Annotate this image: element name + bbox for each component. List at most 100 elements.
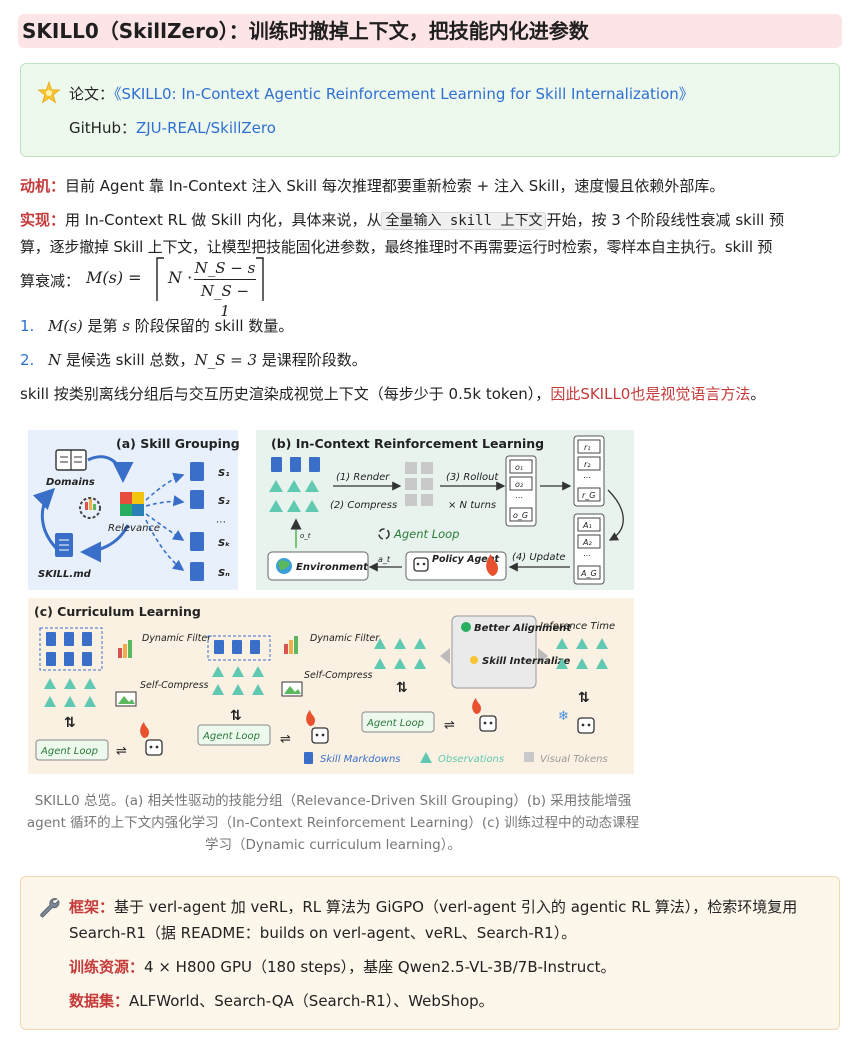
domains-label: Domains xyxy=(46,477,95,488)
github-label: GitHub： xyxy=(69,119,136,137)
summary-highlight: 因此SKILL0也是视觉语言方法 xyxy=(550,385,751,403)
o-t-label: o_t xyxy=(300,532,311,540)
inline-code: 全量输入 skill 上下文 xyxy=(381,212,547,230)
s-label: Sₙ xyxy=(218,568,230,579)
bar-chart-icon xyxy=(118,640,132,658)
framework-line: 框架：基于 verl-agent 加 veRL，RL 算法为 GiGPO（ver… xyxy=(69,894,829,920)
svg-text:⇌: ⇌ xyxy=(280,732,291,747)
alignment-box xyxy=(451,615,537,689)
swap-arrows-icon: ⇅ xyxy=(64,715,76,731)
list-number: 1. xyxy=(20,317,35,335)
skill-md-label: SKILL.md xyxy=(38,569,92,580)
agent-loop-label: Agent Loop xyxy=(366,718,424,729)
r-label: r₂ xyxy=(584,460,591,469)
n-turns-label: × N turns xyxy=(448,500,496,511)
summary-paragraph: skill 按类别离线分组后与交互历史渲染成视觉上下文（每步少于 0.5k to… xyxy=(20,381,840,407)
dataset-label: 数据集： xyxy=(69,992,130,1010)
agent-loop-box xyxy=(35,739,109,761)
self-compress-label: Self-Compress xyxy=(304,670,373,681)
puzzle-icon xyxy=(120,492,144,516)
s-label: S₁ xyxy=(218,468,230,479)
policy-agent-box xyxy=(405,551,507,581)
framework-callout: 框架：基于 verl-agent 加 veRL，RL 算法为 GiGPO（ver… xyxy=(20,876,840,1030)
skill-internalize-label: Skill Internalize xyxy=(482,656,570,667)
robot-icon xyxy=(311,727,329,744)
github-link[interactable]: ZJU-REAL/SkillZero xyxy=(135,119,276,137)
dataset-line: 数据集：ALFWorld、Search-QA（Search-R1）、WebSho… xyxy=(69,988,829,1014)
environment-label: Environment xyxy=(296,562,369,573)
environment-box xyxy=(267,551,369,581)
s-label: ⋯ xyxy=(216,517,226,528)
robot-icon xyxy=(413,557,429,572)
o-label: ⋯ xyxy=(515,493,523,502)
r-label: ⋯ xyxy=(583,473,591,482)
motivation-label: 动机： xyxy=(20,177,66,195)
legend-label: Visual Tokens xyxy=(540,754,608,765)
compress-label: (2) Compress xyxy=(330,500,397,511)
skill-group-docs xyxy=(190,462,204,581)
framework-label: 框架： xyxy=(69,898,115,916)
list-item: 2.N 是候选 skill 总数，N_S = 3 是课程阶段数。 xyxy=(20,347,840,373)
summary-text: skill 按类别离线分组后与交互历史渲染成视觉上下文（每步少于 0.5k to… xyxy=(20,385,551,403)
o-label: o₂ xyxy=(515,480,524,489)
arrow-rewards-advantages xyxy=(607,489,624,541)
formula-n: N · xyxy=(168,268,193,287)
decay-formula: M(s) = N · N_S − s N_S − 1 xyxy=(86,256,286,320)
implementation-text-a: 用 In-Context RL 做 Skill 内化，具体来说，从 xyxy=(65,211,382,229)
robot-icon xyxy=(145,739,163,756)
dataset-text: ALFWorld、Search-QA（Search-R1）、WebShop。 xyxy=(129,992,494,1010)
o-label: o_G xyxy=(513,511,528,520)
decay-label: 算衰减： xyxy=(20,272,81,290)
paper-link[interactable]: 《SKILL0: In-Context Agentic Reinforcemen… xyxy=(114,85,694,103)
motivation-text: 目前 Agent 靠 In-Context 注入 Skill 每次推理都要重新检… xyxy=(65,177,725,195)
dynamic-filter-label: Dynamic Filter xyxy=(310,633,380,644)
fire-icon xyxy=(140,722,149,738)
page-title: SKILL0（SkillZero）：训练时撤掉上下文，把技能内化进参数 xyxy=(22,19,589,43)
o-label: o₁ xyxy=(515,463,523,472)
paper-label: 论文： xyxy=(69,85,115,103)
panel-c-title: (c) Curriculum Learning xyxy=(34,604,201,619)
right-gray-arrow xyxy=(538,648,548,664)
robot-icon xyxy=(577,717,595,734)
left-gray-arrow xyxy=(440,648,450,664)
paper-row: 论文：《SKILL0: In-Context Agentic Reinforce… xyxy=(69,83,694,105)
implementation-text-b: 开始，按 3 个阶段线性衰减 skill 预 xyxy=(546,211,785,229)
s-label: Sₖ xyxy=(218,538,230,549)
caption-line: SKILL0 总览。(a) 相关性驱动的技能分组（Relevance-Drive… xyxy=(34,793,632,809)
swap-arrows-icon: ⇅ xyxy=(578,690,590,706)
title-banner: SKILL0（SkillZero）：训练时撤掉上下文，把技能内化进参数 xyxy=(18,14,842,48)
rollout-label: (3) Rollout xyxy=(446,472,499,483)
summary-end: 。 xyxy=(750,385,766,403)
r-label: r_G xyxy=(582,491,596,500)
a-t-label: a_t xyxy=(378,555,391,564)
stage2-doc-group xyxy=(207,635,271,661)
better-alignment-label: Better Alignment xyxy=(474,623,572,634)
a-label: A₂ xyxy=(582,538,592,547)
image-icon xyxy=(281,681,303,697)
agent-loop-box xyxy=(361,711,435,733)
check-icon xyxy=(461,622,471,632)
motivation-paragraph: 动机：目前 Agent 靠 In-Context 注入 Skill 每次推理都要… xyxy=(20,173,840,199)
panel-a-title: (a) Skill Grouping xyxy=(116,436,240,451)
arrow-relevance-skill xyxy=(80,524,130,563)
framework-text-b: Search-R1（据 README：builds on verl-agent、… xyxy=(69,924,577,942)
fire-icon xyxy=(472,698,481,714)
framework-text-a: 基于 verl-agent 加 veRL，RL 算法为 GiGPO（verl-a… xyxy=(114,898,798,916)
list-text-a: 是第 xyxy=(82,317,123,335)
skill0-overview-figure: (a) Skill Grouping Domains Relevance SKI… xyxy=(28,430,634,774)
legend-triangle-swatch xyxy=(420,752,432,763)
resources-line: 训练资源：4 × H800 GPU（180 steps），基座 Qwen2.5-… xyxy=(69,954,829,980)
fire-icon xyxy=(306,710,315,726)
list-text-b: 是课程阶段数。 xyxy=(257,351,367,369)
list-number: 2. xyxy=(20,351,35,369)
r-label: r₁ xyxy=(584,443,591,452)
stage1-doc-group xyxy=(39,627,103,671)
resources-label: 训练资源： xyxy=(69,958,145,976)
image-icon xyxy=(115,691,137,707)
a-label: A_G xyxy=(580,569,597,578)
formula-lhs: M(s) = xyxy=(86,268,142,287)
github-row: GitHub：ZJU-REAL/SkillZero xyxy=(69,117,276,139)
gear-chart-icon xyxy=(79,497,101,519)
book-icon xyxy=(55,449,87,471)
a-label: ⋯ xyxy=(583,551,591,560)
